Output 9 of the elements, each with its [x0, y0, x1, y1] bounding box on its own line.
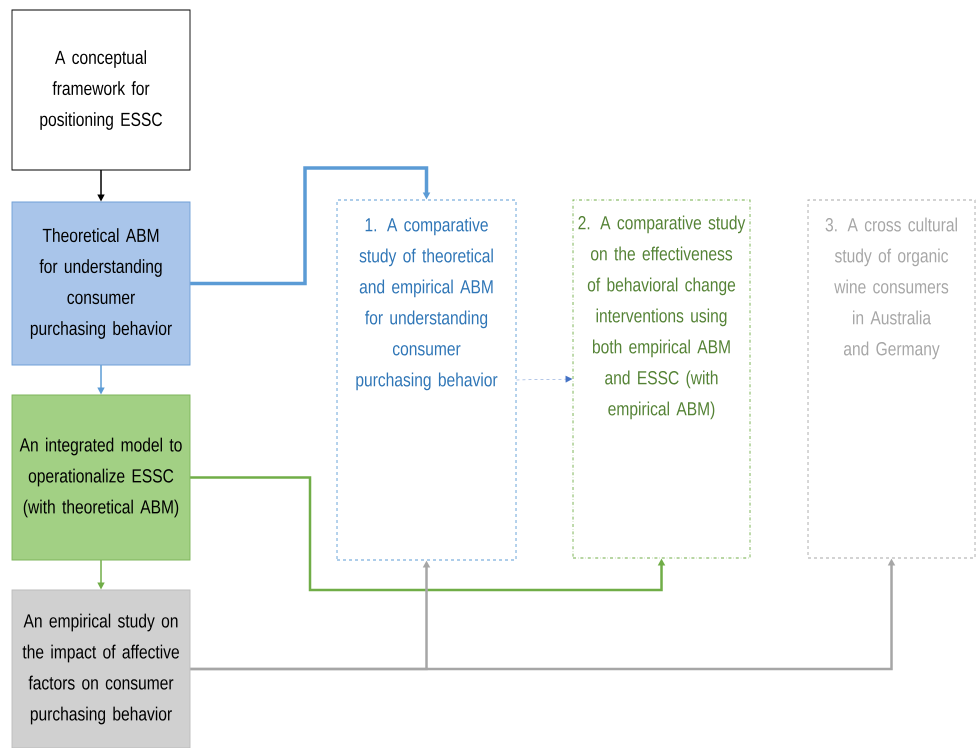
study-box: 1. A comparative study of theoretical and empirical ABM for understanding consumer purchasing behavior	[336, 200, 516, 560]
process-box: Theoretical ABM for understanding consumer purchasing behavior	[12, 202, 190, 366]
study-box: 2. A comparative study on the effectiveness of behavioral change interventions using both empirical ABM and ESSC (with empirical ABM)	[572, 200, 750, 558]
process-box: An integrated model to operationalize ESSC (with theoretical ABM)	[12, 394, 190, 560]
study-box: 3. A cross cultural study of organic wine consumers in Australia and Germany	[808, 200, 976, 558]
arrow	[190, 166, 430, 286]
framework-box: A conceptual framework for positioning ESSC	[12, 10, 190, 170]
arrow	[516, 376, 572, 383]
process-box: An empirical study on the impact of affective factors on consumer purchasing behavior	[12, 590, 190, 748]
